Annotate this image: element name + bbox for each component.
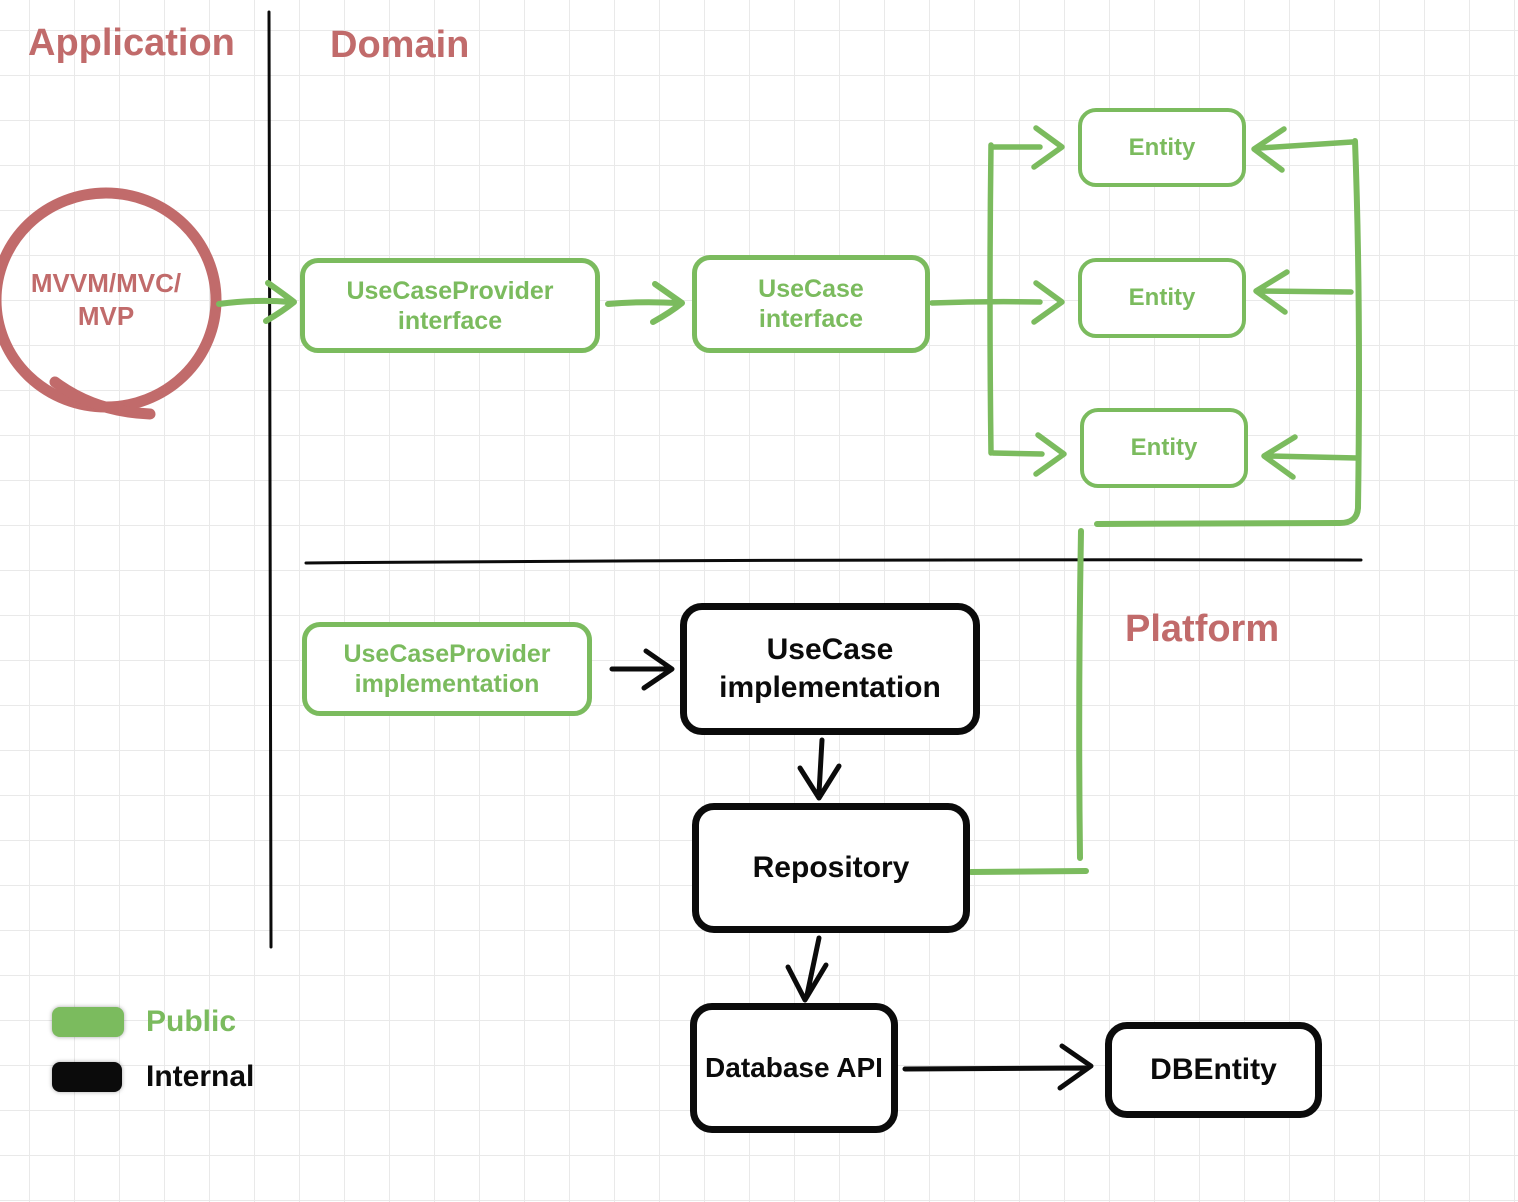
- node-usecase-implementation: UseCase implementation: [680, 603, 980, 735]
- arrow-database-api-to-dbentity: [902, 1043, 1094, 1091]
- arrow-usecaseprovider-to-usecase: [605, 281, 685, 325]
- section-label-application: Application: [28, 22, 235, 64]
- arrow-loop-to-entity-3: [1261, 434, 1360, 480]
- mvvm-circle-pen-tail: [49, 376, 156, 420]
- arrow-usecase-impl-to-repository: [797, 737, 842, 801]
- section-label-domain: Domain: [330, 24, 470, 66]
- legend-public-swatch: [52, 1007, 124, 1037]
- arrow-bus-to-entity-1: [989, 125, 1065, 170]
- node-dbentity: DBEntity: [1105, 1022, 1322, 1118]
- arrow-repository-to-database-api: [785, 935, 829, 1003]
- legend-public-label: Public: [146, 1005, 237, 1038]
- arrow-ucprovider-impl-to-usecase-impl: [609, 648, 675, 691]
- node-entity-1: Entity: [1078, 108, 1246, 187]
- entity-return-loop: [1094, 138, 1362, 527]
- arrow-usecase-to-entity-2: [929, 280, 1065, 325]
- legend-internal-label: Internal: [146, 1060, 255, 1093]
- divider-application-domain: [267, 10, 273, 949]
- node-usecase-provider-implementation: UseCaseProvider implementation: [302, 622, 592, 716]
- node-usecase-interface: UseCase interface: [692, 255, 930, 353]
- node-database-api: Database API: [690, 1003, 898, 1133]
- node-entity-2: Entity: [1078, 258, 1246, 338]
- arrow-bus-to-entity-3: [990, 432, 1067, 477]
- mvvm-circle-label: MVVM/MVC/ MVP: [30, 268, 182, 331]
- node-entity-3: Entity: [1080, 408, 1248, 488]
- arrow-loop-to-entity-1: [1251, 126, 1355, 173]
- section-label-platform: Platform: [1125, 608, 1280, 650]
- divider-domain-platform: [304, 558, 1363, 565]
- arrow-mvvm-to-usecaseprovider: [216, 280, 297, 324]
- arrow-loop-to-entity-2: [1253, 269, 1354, 315]
- node-repository: Repository: [692, 803, 970, 933]
- node-usecase-provider-interface: UseCaseProvider interface: [300, 258, 600, 353]
- legend-internal-swatch: [52, 1062, 122, 1092]
- line-loop-to-repository: [968, 528, 1089, 875]
